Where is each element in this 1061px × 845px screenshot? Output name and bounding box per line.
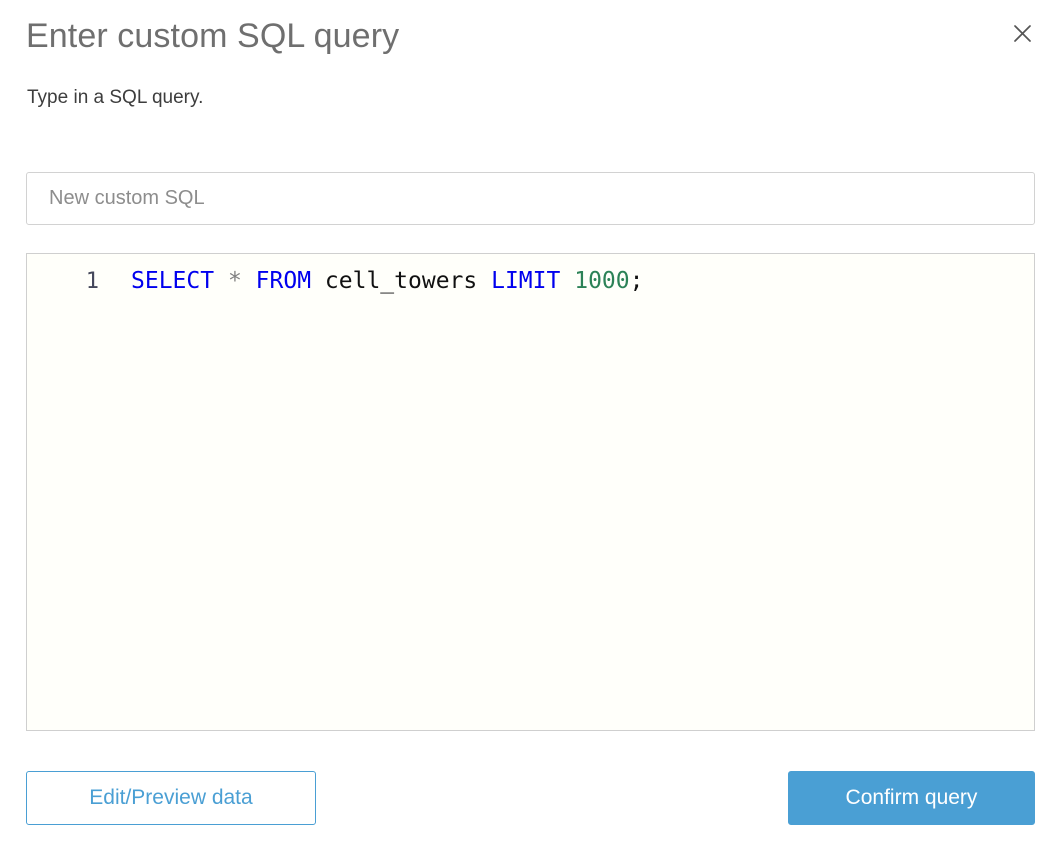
close-icon bbox=[1013, 24, 1032, 43]
code-token-number: 1000 bbox=[574, 268, 630, 294]
code-line-content[interactable]: SELECT * FROM cell_towers LIMIT 1000; bbox=[99, 266, 643, 296]
page-title: Enter custom SQL query bbox=[26, 17, 400, 55]
code-token-keyword: FROM bbox=[255, 268, 312, 294]
code-token-punct: ; bbox=[629, 268, 644, 294]
sql-code-editor[interactable]: 1 SELECT * FROM cell_towers LIMIT 1000; bbox=[26, 253, 1035, 731]
code-token-plain bbox=[242, 268, 256, 294]
edit-preview-data-button[interactable]: Edit/Preview data bbox=[26, 771, 316, 825]
dialog-description: Type in a SQL query. bbox=[27, 87, 204, 108]
editor-lines: 1 SELECT * FROM cell_towers LIMIT 1000; bbox=[27, 254, 1034, 296]
code-token-identifier: cell_towers bbox=[324, 268, 478, 294]
query-name-input[interactable] bbox=[26, 172, 1035, 225]
code-token-plain bbox=[214, 268, 228, 294]
code-token-plain bbox=[560, 268, 574, 294]
code-token-keyword: SELECT bbox=[131, 268, 215, 294]
close-button[interactable] bbox=[1009, 20, 1035, 46]
code-token-plain bbox=[477, 268, 491, 294]
confirm-query-button[interactable]: Confirm query bbox=[788, 771, 1035, 825]
line-number: 1 bbox=[85, 269, 99, 294]
code-token-keyword: LIMIT bbox=[491, 268, 561, 294]
code-line: 1 SELECT * FROM cell_towers LIMIT 1000; bbox=[27, 266, 1034, 296]
code-token-operator: * bbox=[227, 268, 242, 294]
code-token-plain bbox=[311, 268, 325, 294]
